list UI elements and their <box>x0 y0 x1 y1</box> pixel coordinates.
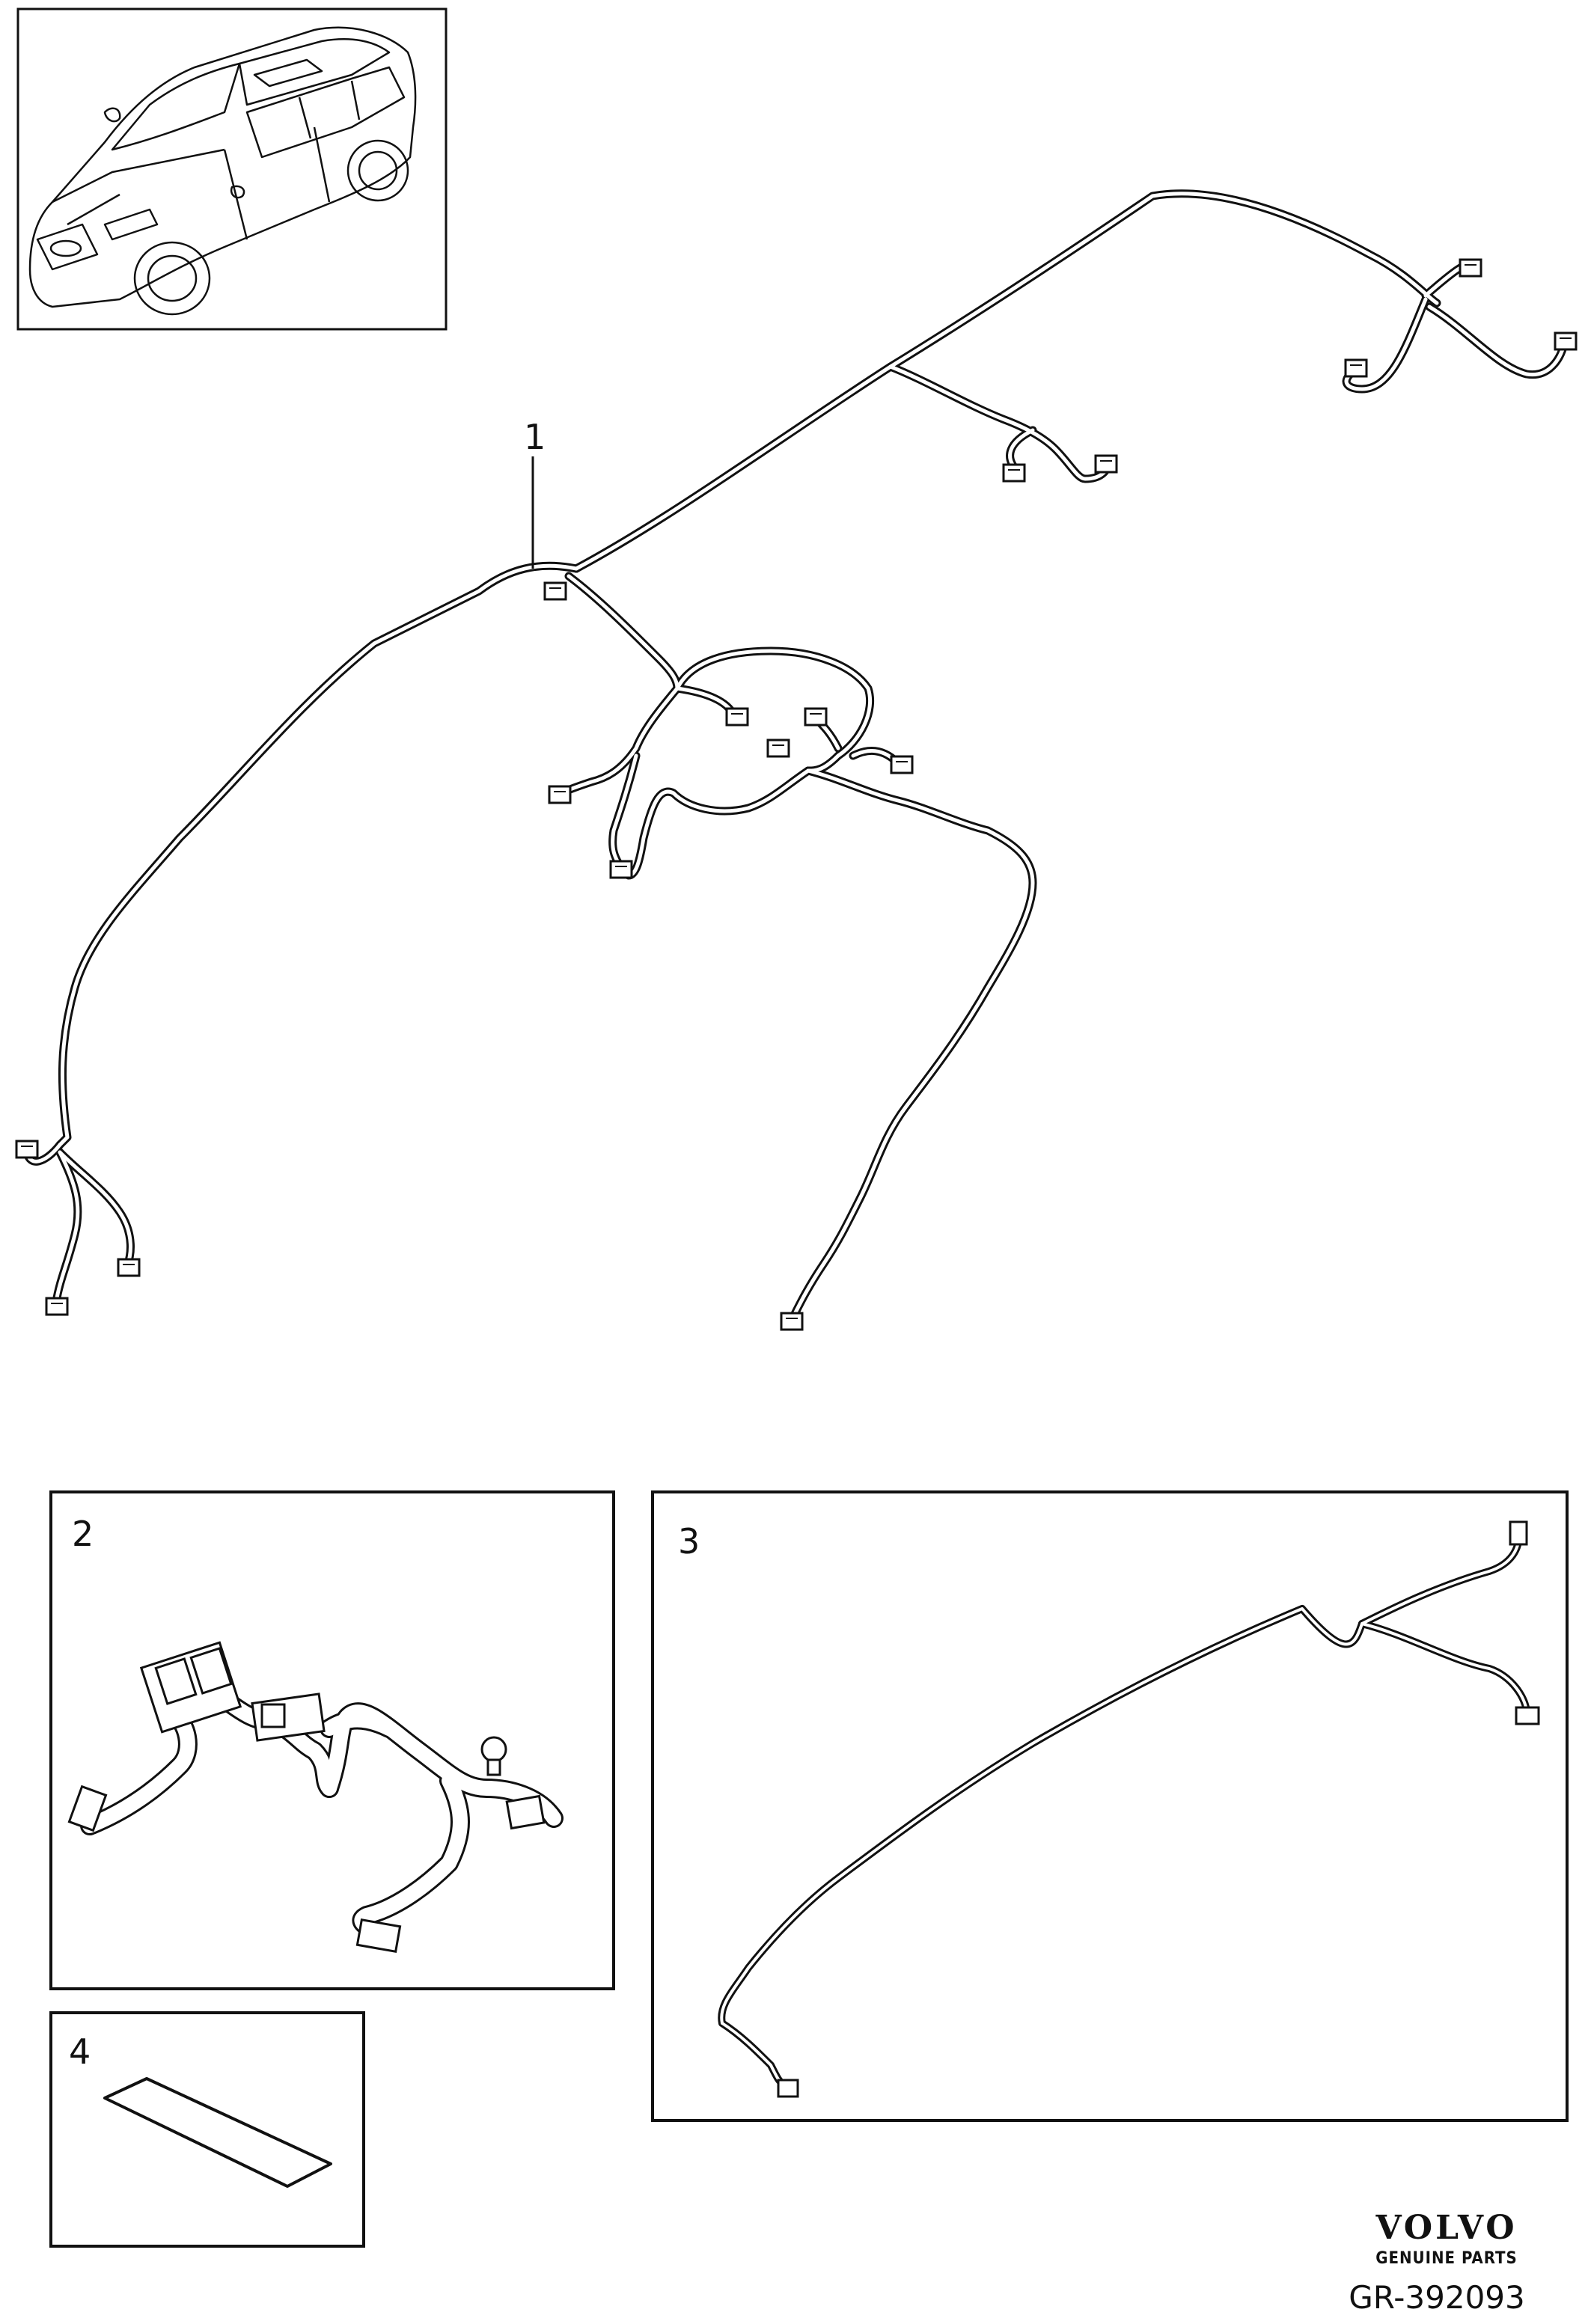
brand-logo: VOLVO <box>1375 2209 1518 2247</box>
callout-2-label: 2 <box>72 1514 94 1554</box>
callout-4-label: 4 <box>69 2031 91 2072</box>
vehicle-thumbnail <box>16 7 448 331</box>
callout-3-label: 3 <box>678 1521 700 1562</box>
harness-part-1 <box>22 194 1569 1321</box>
adhesive-pad <box>103 2077 332 2188</box>
callout-1: 1 <box>524 417 546 569</box>
panel-part-2: 2 <box>49 1490 615 1990</box>
callout-1-label: 1 <box>524 417 546 457</box>
drawing-number: GR-392093 <box>1349 2279 1525 2316</box>
panel-part-4: 4 <box>49 2011 365 2248</box>
harness-1-connectors <box>15 258 1578 1331</box>
brand-tagline: GENUINE PARTS <box>1375 2249 1518 2268</box>
panel-part-3: 3 <box>651 1490 1569 2122</box>
